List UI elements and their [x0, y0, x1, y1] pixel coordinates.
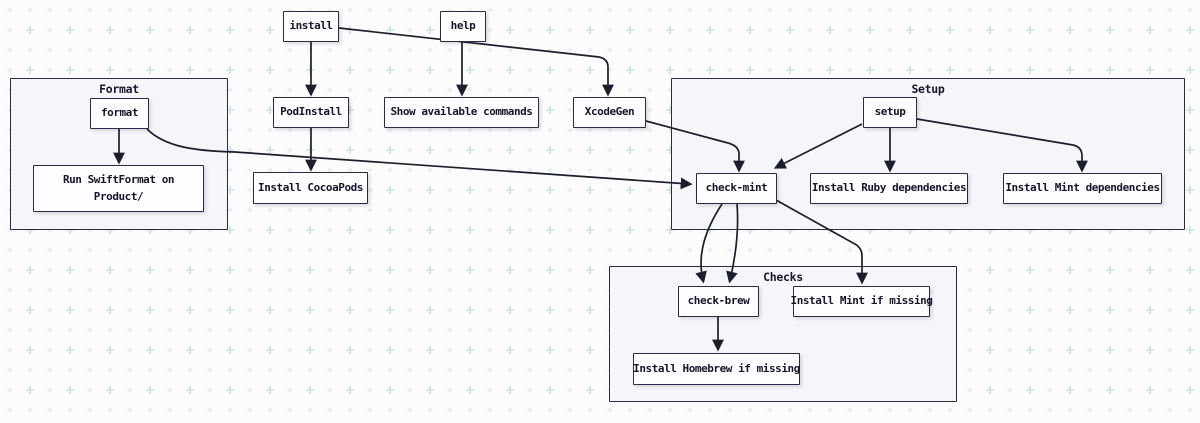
- group-checks-label: Checks: [763, 270, 803, 284]
- group-setup: Setup: [671, 78, 1185, 230]
- group-checks: Checks: [609, 266, 957, 402]
- group-format-label: Format: [99, 82, 139, 96]
- group-setup-label: Setup: [911, 82, 945, 96]
- group-format: Format: [10, 78, 228, 230]
